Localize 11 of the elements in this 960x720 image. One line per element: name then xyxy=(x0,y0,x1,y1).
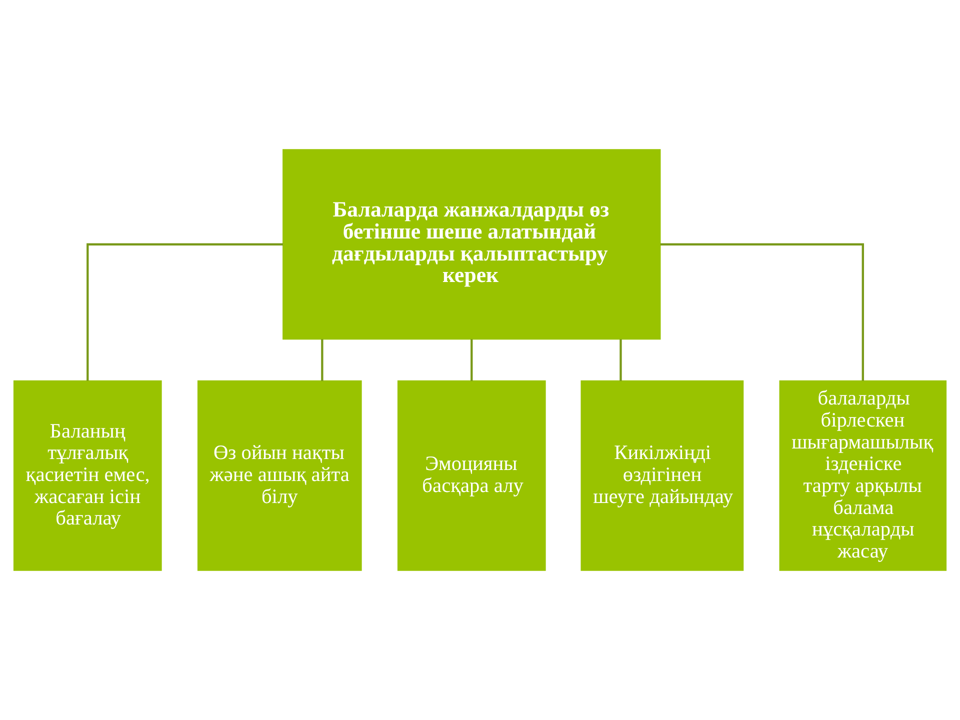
node-box: балаларды бірлескен шығармашылық ізденіске тарту арқылы балама нұсқаларды жасау xyxy=(779,380,947,571)
node-box: Кикілжіңді өздігінен шеуге дайындау xyxy=(580,380,744,571)
node-box: Эмоцияны басқара алу xyxy=(397,380,546,571)
connector xyxy=(620,339,622,382)
node-box: Өз ойын нақты және ашық айта білу xyxy=(197,380,362,571)
connector xyxy=(470,339,473,382)
node-box: Балаларда жанжалдарды өз бетінше шеше алатындай дағдыларды қалыптастыру керек xyxy=(282,149,661,340)
connector xyxy=(86,243,283,381)
node-box: Баланың тұлғалық қасиетін емес, жасаған ісін бағалау xyxy=(13,380,162,571)
connector xyxy=(660,243,864,381)
connector xyxy=(321,339,324,382)
